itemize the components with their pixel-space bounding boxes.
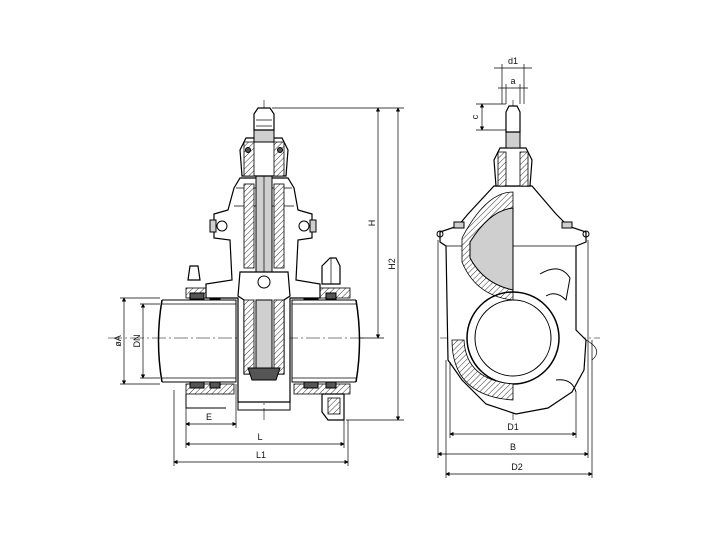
dim-L-line [185, 420, 345, 448]
dim-a-line [498, 84, 528, 104]
dim-D2-line [445, 339, 598, 478]
dim-A-label: øA [113, 335, 123, 347]
dim-A-line [120, 297, 160, 385]
dim-E-line [185, 384, 237, 428]
dim-D2-label: D2 [511, 462, 523, 472]
dim-L-label: L [257, 432, 262, 442]
dim-H-label: H [367, 220, 377, 227]
dim-d1-line [494, 64, 532, 104]
dim-d1-label: d1 [508, 56, 518, 66]
dim-H2-label: H2 [387, 258, 397, 270]
dim-c-line [476, 103, 506, 131]
dim-L1-label: L1 [256, 450, 266, 460]
side-operating-cap [493, 105, 533, 187]
dim-B-label: B [510, 442, 516, 452]
dim-E-label: E [206, 412, 212, 422]
side-bore [451, 268, 577, 401]
dim-B-line [437, 240, 589, 458]
dim-a-label: a [510, 76, 515, 86]
front-view: øA DN E L L1 [108, 100, 404, 466]
stem-assembly [237, 169, 291, 381]
side-view: d1 a c D1 B [436, 56, 600, 478]
dim-D1-line [449, 362, 577, 438]
dim-c-label: c [470, 114, 480, 119]
dim-D1-label: D1 [507, 422, 519, 432]
left-pipe [157, 299, 237, 383]
dim-DN-line [140, 303, 160, 379]
dim-H2-line [346, 107, 404, 421]
dim-DN-label: DN [132, 335, 142, 348]
dim-L1-line [173, 390, 349, 466]
dim-H-line [272, 107, 384, 339]
operating-cap [239, 107, 289, 177]
right-pipe [291, 299, 361, 383]
